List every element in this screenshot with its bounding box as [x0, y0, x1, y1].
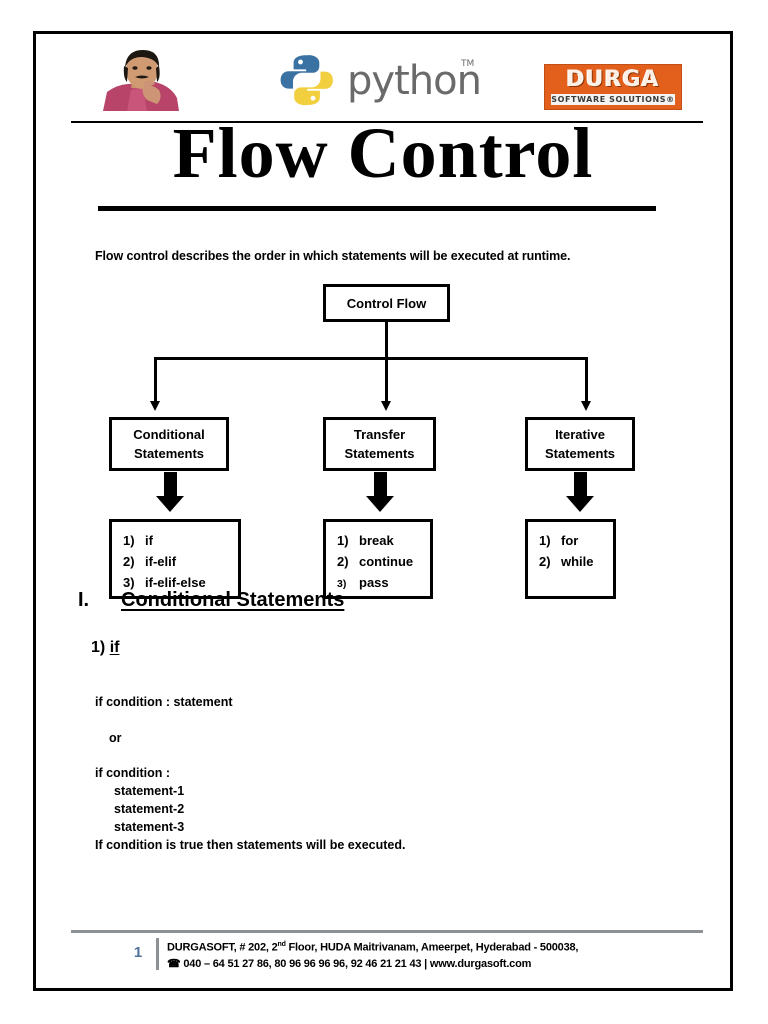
header-divider-rule	[71, 121, 703, 123]
registered-mark-icon: ®	[666, 95, 675, 104]
block-arrow-shaft	[574, 472, 587, 498]
block-arrow-shaft	[374, 472, 387, 498]
list-item-number: 2)	[123, 554, 135, 569]
svg-text:TM: TM	[460, 59, 474, 69]
list-item-number: 3)	[337, 578, 347, 590]
footer-vertical-divider	[156, 938, 159, 970]
subsection-heading: 1) if	[91, 639, 119, 657]
svg-text:python: python	[347, 58, 479, 104]
syntax-line-1: if condition : statement	[95, 695, 233, 709]
flow-list-item: 2) if-elif	[123, 551, 238, 572]
syntax-statement-2: statement-2	[114, 802, 185, 816]
instructor-photo	[97, 48, 185, 111]
list-item-number: 2)	[337, 554, 349, 569]
python-logo-image: python TM	[280, 55, 482, 106]
block-arrow-head	[366, 496, 394, 512]
section-roman-numeral: I.	[78, 589, 90, 611]
flow-list-item: 1) for	[539, 530, 613, 551]
syntax-statement-3: statement-3	[114, 820, 185, 834]
flow-box-iterative-statements: Iterative Statements	[525, 417, 635, 471]
list-item-number: 1)	[539, 533, 551, 548]
list-item-number: 2)	[539, 554, 551, 569]
instructor-photo-image	[97, 48, 185, 111]
block-arrow-head	[156, 496, 184, 512]
subsection-keyword: if	[109, 639, 120, 656]
flow-list-iterative: 1) for 2) while	[525, 519, 616, 599]
flow-list-item: 2) while	[539, 551, 613, 572]
python-logo: python TM	[279, 51, 482, 109]
flow-box-transfer-line2: Statements	[344, 446, 415, 461]
syntax-conclusion: If condition is true then statements wil…	[95, 838, 406, 852]
section-heading-label: Conditional Statements	[121, 589, 345, 611]
syntax-line-2: if condition :	[95, 766, 170, 780]
document-page: python TM DURGA SOFTWARE SOLUTIONS® Flow…	[33, 31, 733, 991]
footer-address-ordinal: nd	[277, 941, 286, 948]
connector-root-vertical	[385, 322, 388, 357]
flow-box-iterative-line1: Iterative	[555, 427, 605, 442]
connector-branch-middle	[385, 357, 388, 401]
durga-logo-subtitle-text: SOFTWARE SOLUTIONS	[551, 95, 667, 104]
durga-logo-subtitle: SOFTWARE SOLUTIONS®	[551, 94, 675, 105]
footer-address-line: DURGASOFT, # 202, 2nd Floor, HUDA Maitri…	[167, 937, 578, 956]
list-item-number: 1)	[337, 533, 349, 548]
flow-box-conditional-statements: Conditional Statements	[109, 417, 229, 471]
flow-box-conditional-line1: Conditional	[133, 427, 205, 442]
list-item-label: if-elif	[145, 554, 177, 569]
list-item-label: while	[561, 554, 594, 569]
control-flow-diagram: Control Flow Conditional Statements Tran…	[36, 279, 736, 599]
list-item-number: 3)	[123, 575, 135, 590]
connector-branch-left	[154, 357, 157, 401]
syntax-alternative-label: or	[109, 731, 122, 745]
flow-box-control-flow-label: Control Flow	[346, 295, 427, 311]
section-heading: I. Conditional Statements	[78, 589, 344, 612]
footer-contact-text: 040 – 64 51 27 86, 80 96 96 96 96, 92 46…	[180, 957, 532, 970]
connector-branch-right	[585, 357, 588, 401]
durga-logo: DURGA SOFTWARE SOLUTIONS®	[544, 64, 682, 110]
arrowhead-middle-icon	[381, 401, 391, 411]
footer-divider-rule	[71, 930, 703, 933]
page-header: python TM DURGA SOFTWARE SOLUTIONS®	[36, 34, 730, 124]
flow-list-transfer: 1) break 2) continue 3) pass	[323, 519, 433, 599]
flow-list-item: 1) if	[123, 530, 238, 551]
footer-address-prefix: DURGASOFT, # 202, 2	[167, 941, 278, 954]
phone-icon: ☎	[167, 957, 181, 970]
flow-box-control-flow: Control Flow	[323, 284, 450, 322]
list-item-label: continue	[359, 554, 414, 569]
block-arrow-conditional-icon	[156, 472, 185, 514]
flow-list-item: 2) continue	[337, 551, 430, 572]
arrowhead-left-icon	[150, 401, 160, 411]
flow-box-iterative-line2: Statements	[544, 446, 616, 461]
page-title: Flow Control	[172, 113, 594, 193]
list-item-label: if-elif-else	[145, 575, 206, 590]
flow-box-conditional-line2: Statements	[133, 446, 205, 461]
list-item-label: for	[561, 533, 579, 548]
arrowhead-right-icon	[581, 401, 591, 411]
block-arrow-transfer-icon	[366, 472, 395, 514]
intro-paragraph: Flow control describes the order in whic…	[95, 249, 571, 263]
page-footer: 1 DURGASOFT, # 202, 2nd Floor, HUDA Mait…	[71, 930, 703, 982]
list-item-label: if	[145, 533, 153, 548]
connector-horizontal-bus	[154, 357, 588, 360]
flow-list-item: 3) if-elif-else	[123, 572, 238, 593]
block-arrow-shaft	[164, 472, 177, 498]
footer-contact-block: DURGASOFT, # 202, 2nd Floor, HUDA Maitri…	[167, 937, 578, 972]
list-item-label: break	[359, 533, 394, 548]
syntax-statement-1: statement-1	[114, 784, 185, 798]
flow-list-item: 3) pass	[337, 572, 430, 595]
durga-logo-word: DURGA	[566, 67, 660, 92]
subsection-number: 1)	[91, 639, 106, 656]
block-arrow-head	[566, 496, 594, 512]
footer-contact-line: ☎ 040 – 64 51 27 86, 80 96 96 96 96, 92 …	[167, 956, 578, 972]
page-title-underline	[98, 206, 656, 211]
flow-box-transfer-line1: Transfer	[353, 427, 406, 442]
list-item-label: pass	[359, 575, 389, 590]
flow-list-conditional: 1) if 2) if-elif 3) if-elif-else	[109, 519, 241, 599]
footer-address-rest: Floor, HUDA Maitrivanam, Ameerpet, Hyder…	[285, 941, 579, 954]
block-arrow-iterative-icon	[566, 472, 595, 514]
flow-list-item: 1) break	[337, 530, 430, 551]
flow-box-transfer-statements: Transfer Statements	[323, 417, 436, 471]
list-item-number: 1)	[123, 533, 135, 548]
page-number: 1	[133, 944, 143, 961]
